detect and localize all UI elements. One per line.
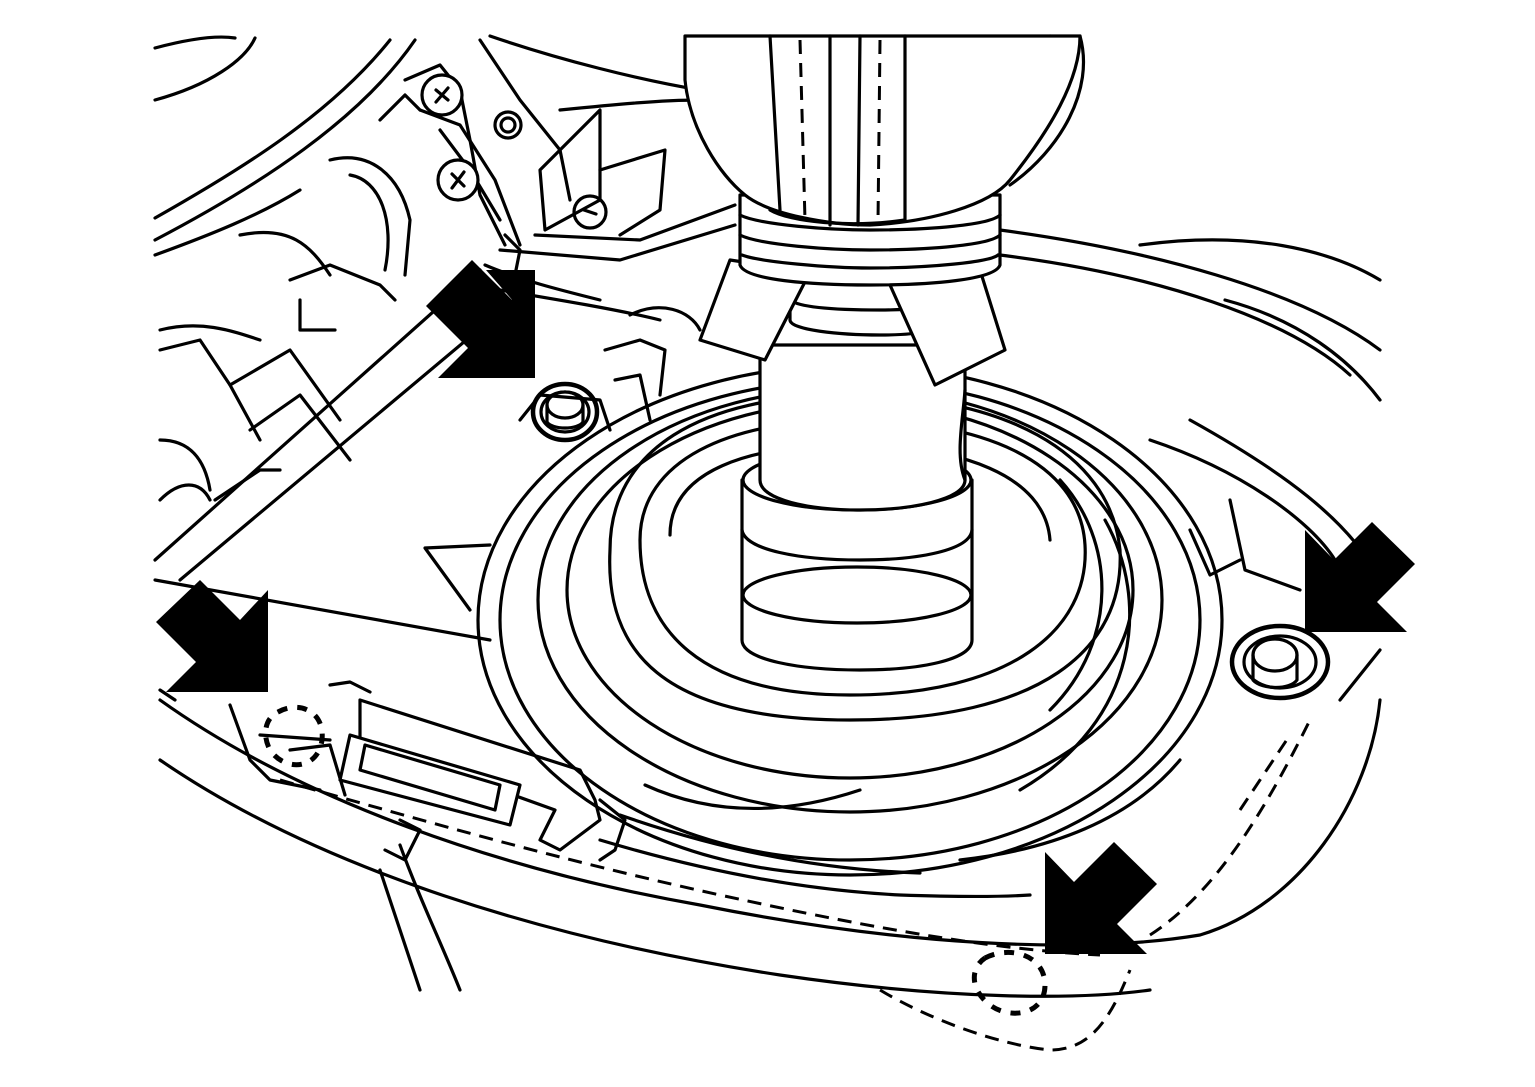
console-bezel <box>158 680 1382 1052</box>
shift-lever <box>683 34 1082 672</box>
callout-arrows <box>156 260 1415 954</box>
callout-arrow-top-left <box>426 260 535 378</box>
upper-console-structure <box>153 34 1382 702</box>
callout-arrow-left <box>156 580 268 692</box>
screw-upper-2 <box>436 158 480 202</box>
retainer-bolt-right <box>1229 623 1331 701</box>
screw-upper-1 <box>420 73 464 117</box>
retainer-bolt-left <box>518 306 702 443</box>
screw-upper-3 <box>572 194 608 230</box>
callout-arrow-bottom-right <box>1045 842 1157 954</box>
callout-arrow-right <box>1305 522 1415 632</box>
